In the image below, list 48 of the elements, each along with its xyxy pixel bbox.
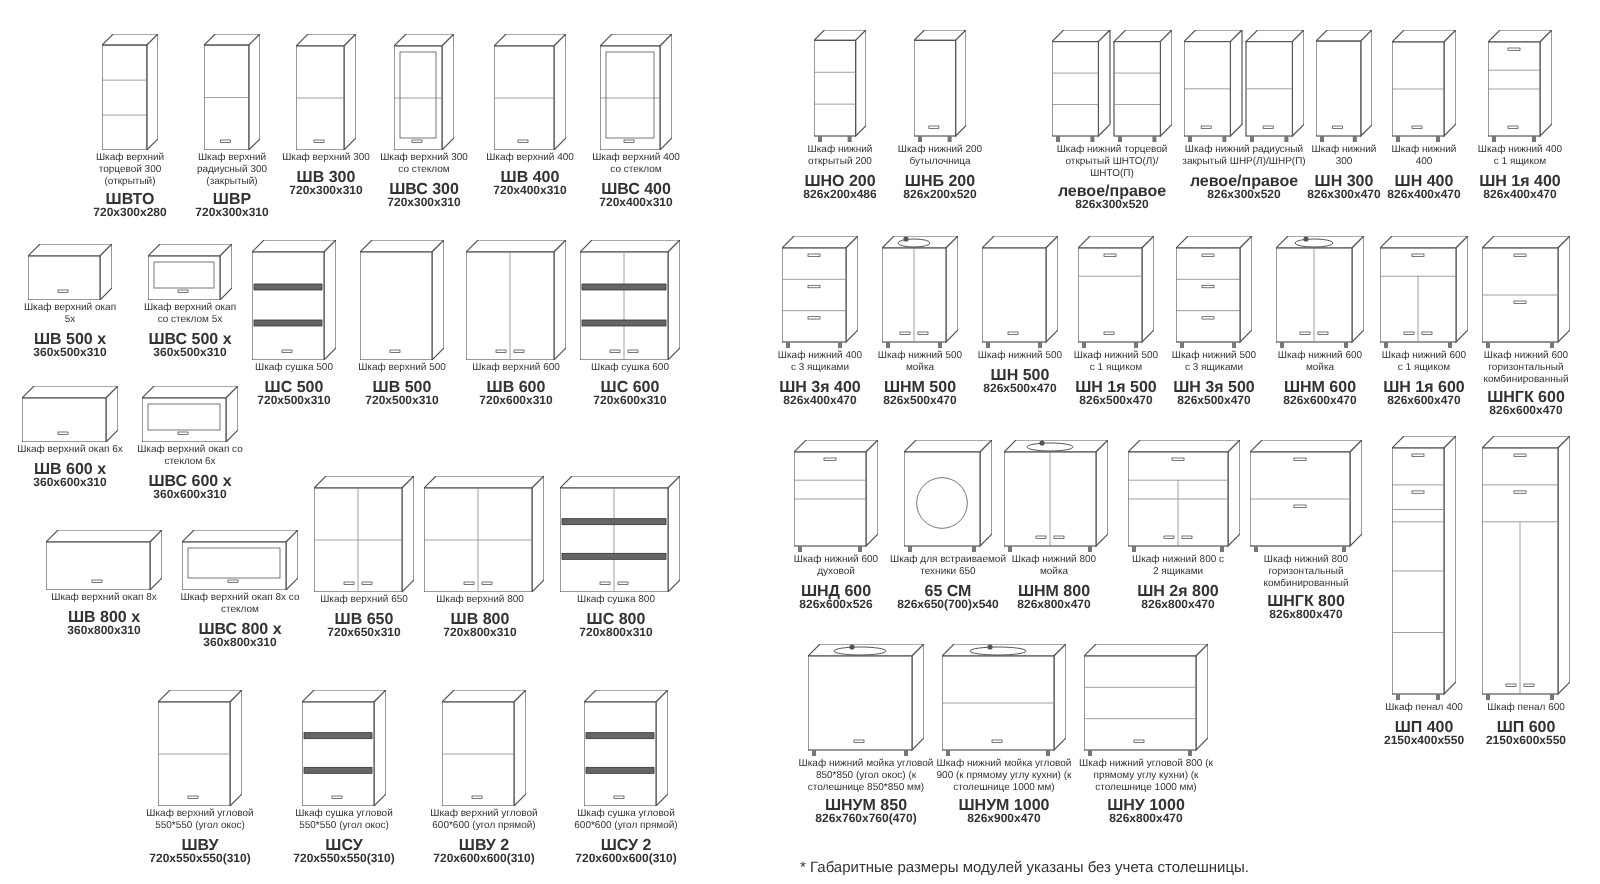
module-code: ШВ 300 (296, 167, 356, 186)
module-code: ШН 3я 400 (777, 377, 863, 395)
module-code: ШНМ 500 (881, 377, 959, 395)
module-code: ШН 1я 400 (1477, 171, 1563, 189)
module-code: ШВ 500 х (31, 329, 109, 347)
module-code: ШН 500 (990, 365, 1050, 384)
module-code: ШН 1я 500 (1073, 377, 1159, 395)
module-code: ШВТО (105, 190, 155, 209)
module-code: ШС 500 (264, 377, 324, 396)
module-code: ШВС 400 (601, 179, 671, 197)
module-code: ШНУ 1000 (1105, 796, 1187, 815)
module-code: ШНМ 600 (1281, 377, 1359, 395)
module-code: ШВ 400 (500, 167, 560, 186)
module-code: ШС 600 (600, 377, 660, 396)
module-code: ШН 1я 600 (1381, 377, 1467, 395)
module-code: ШН 300 (1314, 171, 1374, 189)
module-code: ШНГК 600 (1485, 388, 1567, 407)
module-code: ШВУ (181, 835, 219, 853)
module-code: ШНУМ 850 (824, 796, 908, 815)
module-code: ШВ 600 х (31, 459, 109, 478)
module-code: ШВС 600 х (146, 471, 234, 489)
module-code: ШНБ 200 (904, 171, 978, 189)
module-code: ШНГК 800 (1265, 592, 1347, 611)
module-code: ШСУ 2 (600, 835, 652, 853)
module-code: ШН 2я 800 (1135, 581, 1221, 599)
module-code: ШНУМ 1000 (956, 796, 1052, 815)
module-code: ШВС 500 х (146, 329, 234, 347)
module-code: левое/правое (1187, 171, 1301, 190)
module-code: ШВ 650 (334, 609, 394, 628)
module-code: ШНО 200 (804, 171, 876, 189)
module-code: ШВ 500 (372, 377, 432, 396)
module-code: ШНД 600 (800, 581, 872, 600)
module-code: ШН 3я 500 (1171, 377, 1257, 395)
module-code: левое/правое (1055, 182, 1169, 201)
module-code: ШВ 800 х (65, 607, 143, 626)
module-code: ШНМ 800 (1015, 581, 1093, 599)
module-code: ШВР (212, 190, 252, 209)
module-code: ШВ 600 (486, 377, 546, 396)
module-code: ШП 600 (1496, 717, 1556, 736)
module-code: 65 СМ (924, 581, 972, 599)
module-code: ШВУ 2 (458, 835, 510, 853)
module-code: ШВ 800 (450, 609, 510, 628)
module-code: ШВС 300 (389, 179, 459, 197)
module-code: ШС 800 (586, 609, 646, 628)
module-code: ШП 400 (1394, 717, 1454, 736)
module-code: ШВС 800 х (196, 619, 284, 637)
module-code: ШСУ (325, 835, 363, 853)
module-code: ШН 400 (1392, 171, 1456, 189)
